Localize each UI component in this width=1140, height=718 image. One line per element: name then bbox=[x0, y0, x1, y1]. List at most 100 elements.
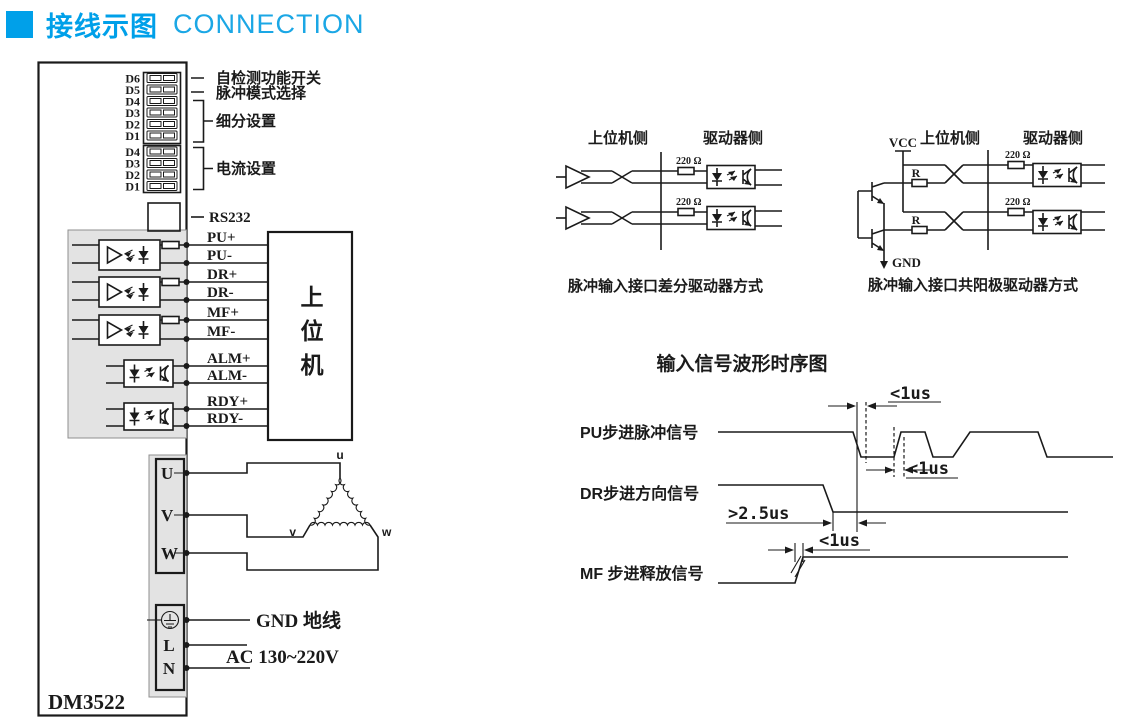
title-accent-square-icon bbox=[6, 11, 33, 38]
page-title: 接线示图 CONNECTION bbox=[6, 5, 365, 44]
pu-signal-label: PU步进脉冲信号 bbox=[580, 423, 698, 442]
host-computer-box bbox=[266, 230, 354, 442]
dip-switch-rows bbox=[146, 146, 178, 191]
diff-caption: 脉冲输入接口差分驱动器方式 bbox=[567, 277, 763, 295]
line-driver-buffer-icon bbox=[565, 164, 591, 190]
rs232-port: RS232 bbox=[147, 202, 251, 232]
resistor-r bbox=[911, 178, 928, 188]
resistor-220ohm bbox=[1007, 160, 1025, 170]
dip2-note-current: 电流设置 bbox=[216, 160, 276, 178]
resistor-220ohm bbox=[1007, 207, 1025, 217]
resistor-value-label: 220 Ω bbox=[676, 197, 702, 208]
signal-label-alm-minus: ALM- bbox=[207, 368, 247, 384]
terminal-u: U bbox=[161, 464, 173, 483]
host-computer-label: 上位机 bbox=[297, 285, 323, 387]
terminal-n: N bbox=[163, 659, 176, 678]
dip2-row-label: D1 bbox=[125, 180, 140, 194]
line-driver-buffer-icon bbox=[565, 205, 591, 231]
terminal-w: W bbox=[161, 544, 178, 563]
terminal-v: V bbox=[161, 506, 174, 525]
mf-signal-label: MF 步进释放信号 bbox=[580, 564, 704, 583]
page-title-en: CONNECTION bbox=[173, 9, 365, 39]
power-terminal-block bbox=[154, 603, 186, 692]
timing-title: 输入信号波形时序图 bbox=[656, 352, 827, 375]
resistor-r-label: R bbox=[912, 166, 921, 180]
dimension-dashed-lines bbox=[865, 402, 905, 477]
resistor-value-label: 220 Ω bbox=[1005, 197, 1031, 208]
dip1-row-label: D2 bbox=[125, 118, 140, 132]
signal-label-alm-plus: ALM+ bbox=[207, 351, 251, 367]
dim-t-low: <1us bbox=[866, 459, 958, 479]
vcc-label: VCC bbox=[889, 135, 917, 150]
differential-interface-circuit: 上位机侧 驱动器侧 220 Ω 220 Ω 脉冲输入接口差分驱动器方式 bbox=[556, 129, 782, 295]
dimension-ticks bbox=[794, 512, 834, 562]
common-anode-interface-circuit: VCC 上位机侧 驱动器侧 GND R 220 Ω bbox=[857, 129, 1105, 294]
vcc-rail bbox=[895, 150, 911, 212]
delta-winding bbox=[309, 477, 371, 527]
t-mf-label: <1us bbox=[819, 531, 860, 551]
dip2-row-label: D2 bbox=[125, 168, 140, 182]
motor-section: U V W u v w bbox=[154, 448, 392, 575]
output-optocouplers bbox=[123, 359, 174, 431]
dip1-row-label: D6 bbox=[125, 72, 140, 86]
dip1-row-label: D5 bbox=[125, 83, 140, 97]
ca-driver-side-label: 驱动器侧 bbox=[1023, 129, 1083, 147]
mf-waveform bbox=[718, 556, 1068, 584]
terminal-dots bbox=[183, 242, 190, 429]
dim-t-setup: >2.5us bbox=[726, 504, 886, 527]
signal-label-dr-minus: DR- bbox=[207, 285, 234, 301]
resistor-r-label: R bbox=[912, 213, 921, 227]
diff-driver-side-label: 驱动器侧 bbox=[703, 129, 763, 147]
timing-diagram: 输入信号波形时序图 PU步进脉冲信号 DR步进方向信号 MF 步进释放信号 <1… bbox=[580, 352, 1113, 584]
driver-model-label: DM3522 bbox=[48, 690, 125, 714]
dip-bank-2: D4 D3 D2 D1 电流设置 bbox=[125, 144, 276, 194]
signal-label-pu-plus: PU+ bbox=[207, 230, 236, 246]
input-optocouplers bbox=[98, 239, 180, 346]
signal-label-rdy-plus: RDY+ bbox=[207, 394, 248, 410]
winding-label-v: v bbox=[289, 525, 296, 539]
gnd-label: GND bbox=[892, 255, 921, 270]
resistor-r bbox=[911, 225, 928, 235]
gnd-wire-label: GND 地线 bbox=[256, 609, 341, 632]
t-low-label: <1us bbox=[908, 459, 949, 479]
dip-bank-1: D6 D5 D4 D3 D2 D1 自检测功能开关 脉冲模式选择 细分设置 bbox=[125, 69, 321, 145]
signal-label-mf-plus: MF+ bbox=[207, 305, 239, 321]
signal-label-dr-plus: DR+ bbox=[207, 267, 237, 283]
dip-switch-rows bbox=[146, 73, 178, 141]
t-setup-label: >2.5us bbox=[728, 504, 789, 524]
mf-edge-hatch bbox=[790, 555, 806, 578]
ac-supply-label: AC 130~220V bbox=[226, 647, 339, 668]
dim-t-fall: <1us bbox=[828, 384, 941, 410]
dip1-row-label: D3 bbox=[125, 106, 140, 120]
resistor-value-label: 220 Ω bbox=[1005, 150, 1031, 161]
power-section: L N GND 地线 AC 130~220V bbox=[147, 603, 341, 692]
dip1-note-pulsemode: 脉冲模式选择 bbox=[215, 84, 307, 102]
npn-transistor-icon bbox=[858, 229, 885, 251]
input-resistor bbox=[161, 315, 180, 325]
gnd-arrow-icon bbox=[880, 261, 888, 269]
resistor-220ohm bbox=[677, 166, 695, 176]
signal-label-mf-minus: MF- bbox=[207, 324, 235, 340]
dip1-note-selftest: 自检测功能开关 bbox=[216, 69, 321, 87]
earth-ground-icon bbox=[147, 610, 180, 630]
resistor-220ohm bbox=[677, 207, 695, 217]
dr-waveform bbox=[718, 484, 1068, 513]
t-fall-label: <1us bbox=[890, 384, 931, 404]
dim-t-mf: <1us bbox=[768, 531, 870, 554]
ca-host-side-label: 上位机侧 bbox=[920, 129, 980, 147]
signal-label-pu-minus: PU- bbox=[207, 248, 232, 264]
ca-caption: 脉冲输入接口共阳极驱动器方式 bbox=[867, 276, 1078, 294]
signal-label-rdy-minus: RDY- bbox=[207, 411, 243, 427]
input-resistor bbox=[161, 240, 180, 250]
dip1-row-label: D1 bbox=[125, 129, 140, 143]
dip1-note-microstep: 细分设置 bbox=[216, 112, 276, 130]
diff-host-side-label: 上位机侧 bbox=[588, 129, 648, 147]
dip1-row-label: D4 bbox=[125, 95, 140, 109]
pu-waveform bbox=[718, 431, 1113, 458]
terminal-l: L bbox=[163, 636, 174, 655]
npn-transistor-icon bbox=[858, 182, 885, 204]
winding-label-u: u bbox=[336, 448, 343, 462]
dip2-row-label: D4 bbox=[125, 145, 140, 159]
